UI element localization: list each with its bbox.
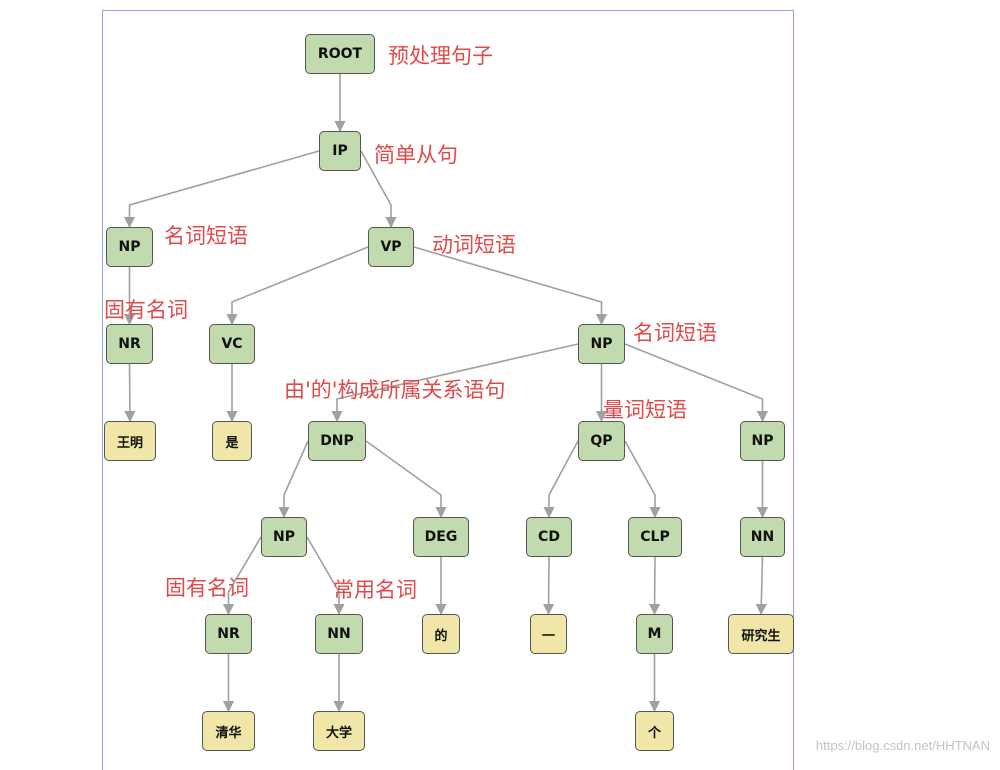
edge-qp-to-cd <box>543 440 579 519</box>
node-ip: IP <box>319 131 361 171</box>
node-word-qinghua: 清华 <box>202 711 255 751</box>
annotation-np1: 名词短语 <box>164 224 248 248</box>
edge-ip-to-np1 <box>123 150 320 229</box>
diagram-frame <box>102 10 794 770</box>
node-word-daxue: 大学 <box>313 711 365 751</box>
edge-np2-to-np3 <box>624 343 769 423</box>
edge-nn1-to-yanjiusheng <box>755 556 767 616</box>
edge-np4-to-nn2 <box>306 536 345 616</box>
node-word-de: 的 <box>422 614 460 654</box>
node-m: M <box>636 614 673 654</box>
annotation-nr2: 固有名词 <box>165 576 249 600</box>
node-cd: CD <box>526 517 572 557</box>
node-deg: DEG <box>413 517 469 557</box>
node-qp: QP <box>578 421 625 461</box>
node-nr2: NR <box>205 614 252 654</box>
annotation-nr1: 固有名词 <box>104 298 188 322</box>
edge-cd-to-yi <box>542 556 555 616</box>
node-np4: NP <box>261 517 307 557</box>
edge-dnp-to-np4 <box>278 440 309 519</box>
node-nr1: NR <box>106 324 153 364</box>
annotation-dnp: 由'的'构成所属关系语句 <box>284 378 506 402</box>
node-word-yanjiusheng: 研究生 <box>728 614 794 654</box>
annotation-vp: 动词短语 <box>432 233 516 257</box>
node-word-yi: 一 <box>530 614 567 654</box>
edge-vp-to-np2 <box>413 246 608 326</box>
node-word-ge: 个 <box>635 711 674 751</box>
edge-vp-to-vc <box>226 246 369 326</box>
edge-np2-to-dnp <box>331 343 579 423</box>
annotation-qp: 量词短语 <box>603 398 687 422</box>
annotation-root: 预处理句子 <box>388 44 493 68</box>
edge-dnp-to-deg <box>365 440 447 519</box>
annotation-ip: 简单从句 <box>374 143 458 167</box>
node-nn1: NN <box>740 517 785 557</box>
edge-nr1-to-wangming <box>124 363 136 423</box>
edge-qp-to-clp <box>624 440 661 519</box>
node-vp: VP <box>368 227 414 267</box>
annotation-nn2: 常用名词 <box>333 578 417 602</box>
node-dnp: DNP <box>308 421 366 461</box>
node-vc: VC <box>209 324 255 364</box>
node-word-wangming: 王明 <box>104 421 156 461</box>
watermark: https://blog.csdn.net/HHTNAN <box>815 738 990 753</box>
node-root: ROOT <box>305 34 375 74</box>
edge-ip-to-vp <box>360 150 397 229</box>
edge-np4-to-nr2 <box>222 536 262 616</box>
node-np1: NP <box>106 227 153 267</box>
node-np3: NP <box>740 421 785 461</box>
node-nn2: NN <box>315 614 363 654</box>
annotation-np2: 名词短语 <box>633 321 717 345</box>
edge-clp-to-m <box>648 556 661 616</box>
node-np2: NP <box>578 324 625 364</box>
node-word-shi: 是 <box>212 421 252 461</box>
node-clp: CLP <box>628 517 682 557</box>
